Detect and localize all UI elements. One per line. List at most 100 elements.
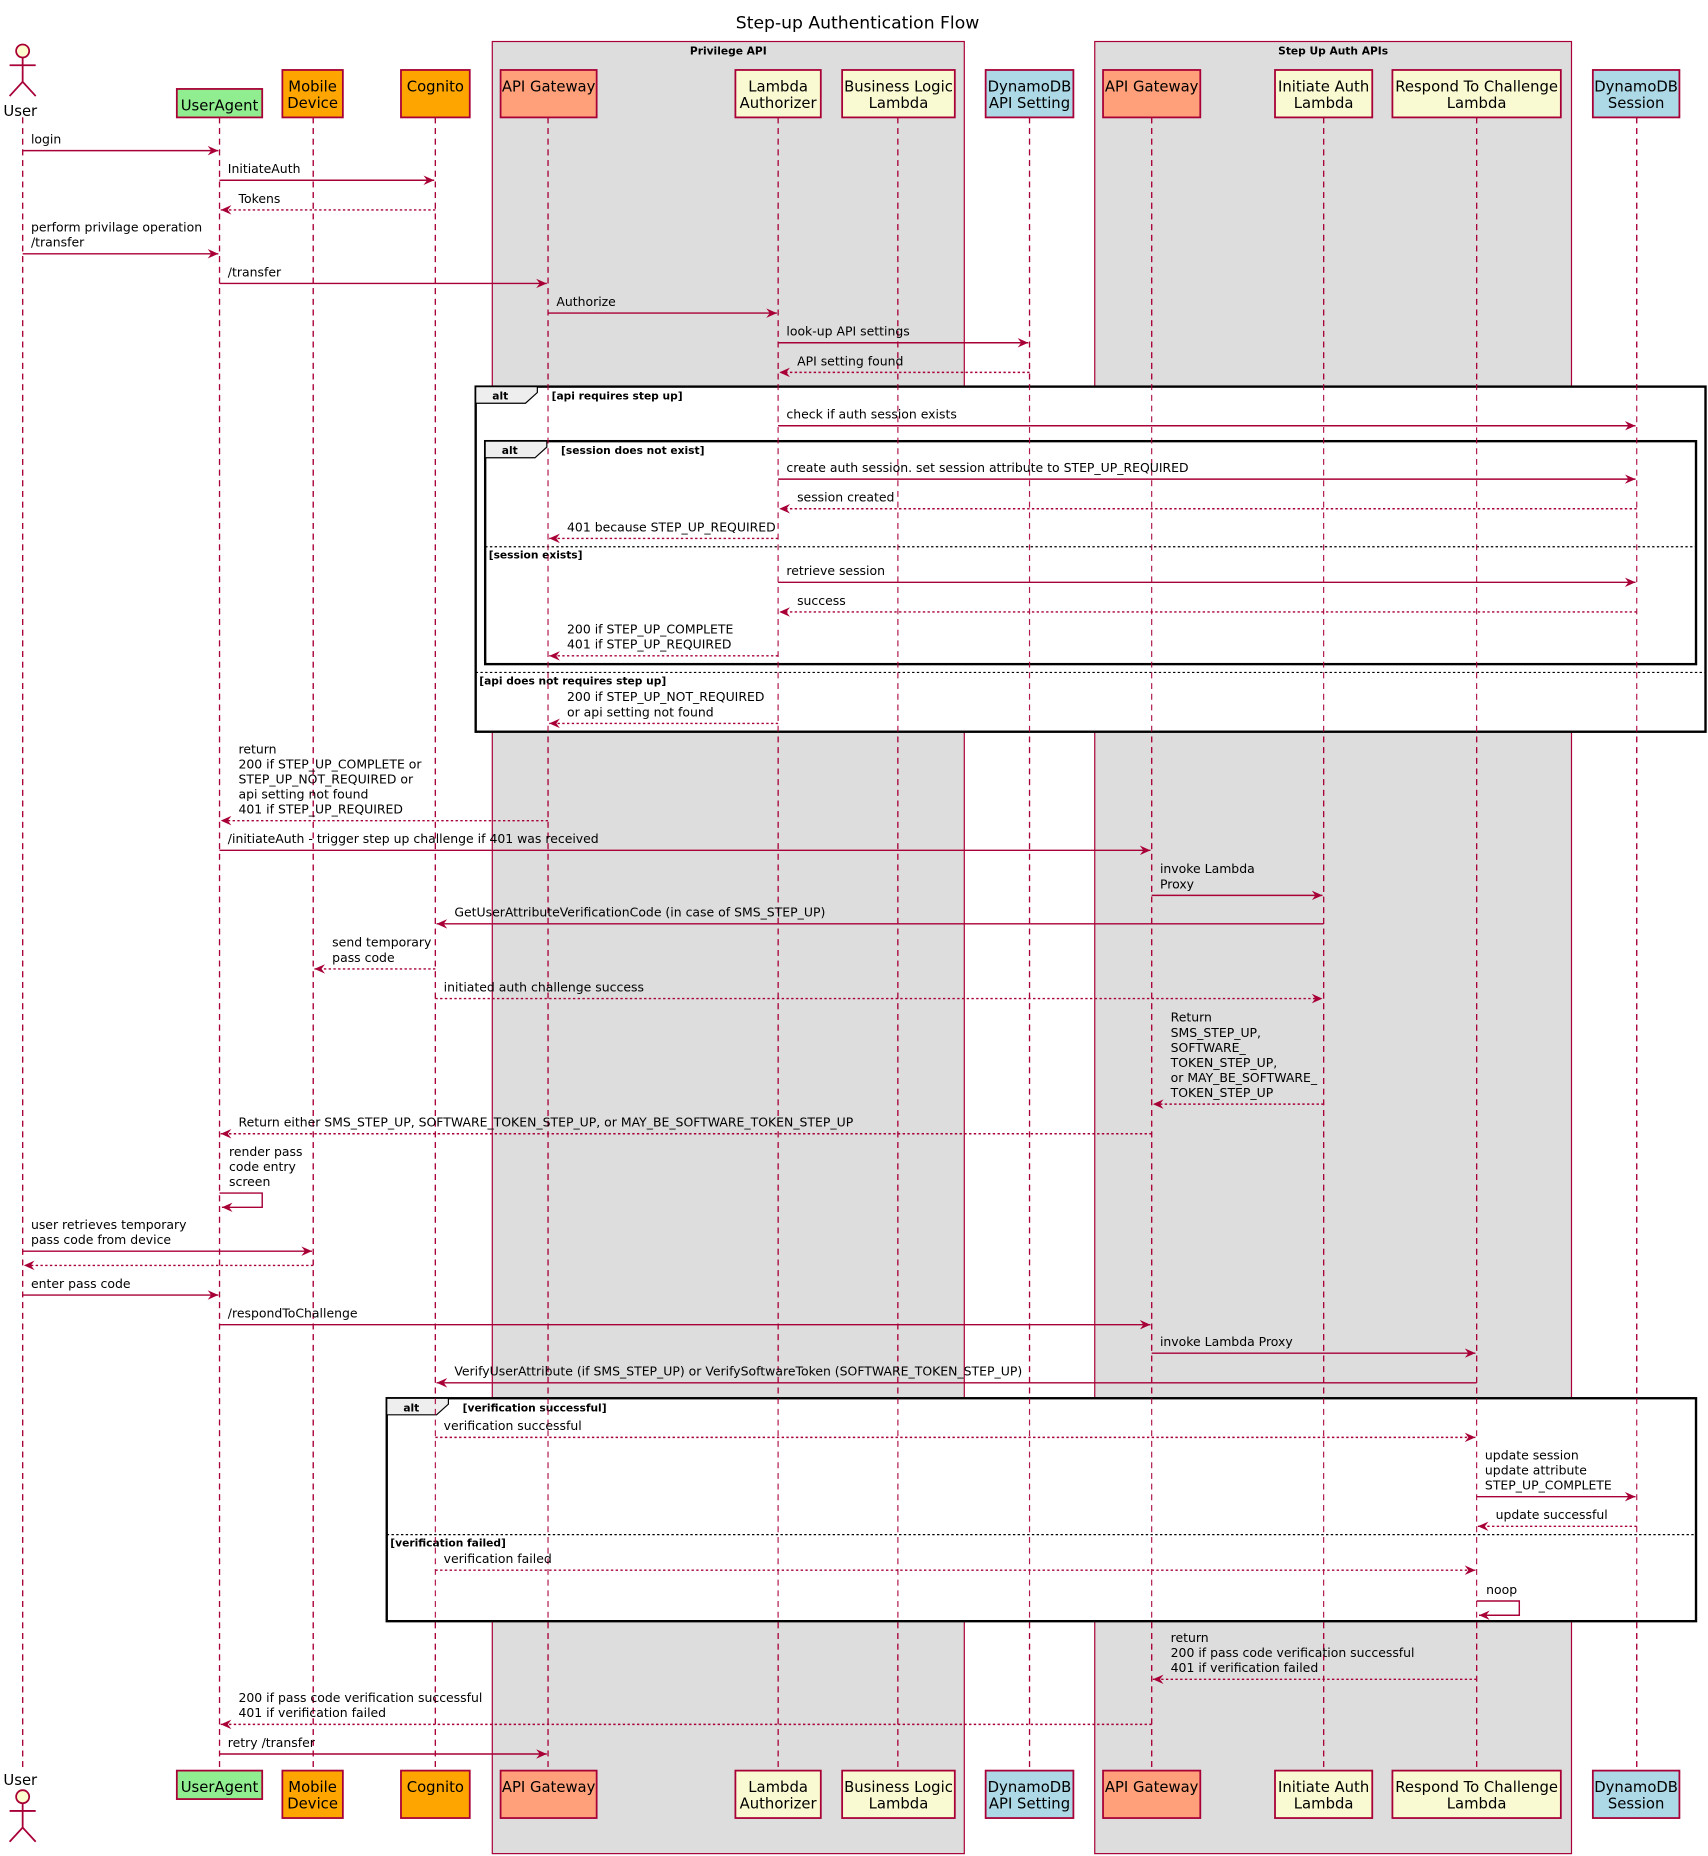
message-cognito-to-ial: initiated auth challenge success [435,979,1323,1004]
message-ial-to-apigw2: ReturnSMS_STEP_UP,SOFTWARE_TOKEN_STEP_UP… [1152,1010,1324,1109]
participant-apigw2-top: API Gateway [1102,69,1202,119]
message-label: update session [1485,1447,1579,1462]
message-label: update attribute [1485,1462,1587,1477]
message-ddbs-to-lauth: success [779,593,1637,617]
alt-keyword: alt [492,390,508,403]
participant-label: Device [287,1796,338,1813]
participant-label: UserAgent [181,1779,259,1796]
participant-box [175,88,264,119]
participant-label: Initiate Auth [1278,1779,1369,1796]
participant-box [400,1769,471,1819]
message-label: Tokens [237,191,280,206]
participant-label: Authorizer [740,1796,818,1813]
message-label: send temporary [332,935,431,950]
message-label: return [238,741,276,756]
message-label: Return either SMS_STEP_UP, SOFTWARE_TOKE… [238,1115,853,1130]
message-label: 200 if STEP_UP_NOT_REQUIRED [567,689,764,704]
message-user-to-ua: enter pass code [22,1276,219,1300]
participant-cognito-top: Cognito [400,69,471,119]
message-label: retrieve session [786,563,885,578]
participant-label: Mobile [288,1779,337,1796]
participant-label-user: User [3,103,38,120]
message-label: screen [229,1174,270,1189]
participant-apigw-top: API Gateway [499,69,598,119]
message-lauth-to-ddbs: check if auth session exists [778,407,1636,431]
message-label: initiated auth challenge success [444,979,644,994]
alt-else-condition: [verification failed] [390,1536,506,1549]
participant-label: Respond To Challenge [1395,1779,1558,1796]
message-label: VerifyUserAttribute (if SMS_STEP_UP) or … [454,1364,1022,1379]
participant-box [1591,69,1681,119]
self-message-arrow [219,1192,263,1213]
message-ua-to-apigw2: /respondToChallenge [219,1306,1151,1330]
participant-box [281,69,344,119]
message-label: check if auth session exists [786,407,956,422]
participant-label: Lambda [1294,1796,1354,1813]
participant-label: UserAgent [181,97,259,114]
participant-box [175,1769,264,1800]
message-label: invoke Lambda Proxy [1160,1334,1293,1349]
participant-label: DynamoDB [988,1779,1072,1796]
message-ddbs-to-lauth: session created [779,490,1637,514]
alt-frame-box [385,1397,1698,1623]
participant-label: Lambda [869,1796,929,1813]
participant-box [1391,1769,1562,1819]
message-label: 200 if pass code verification successful [238,1690,482,1705]
participant-box [841,69,956,119]
alt-keyword: alt [502,444,518,457]
message-label: TOKEN_STEP_UP [1170,1085,1274,1100]
participant-label-user: User [3,1772,38,1789]
participant-label: API Setting [989,95,1070,112]
message-label: SOFTWARE_ [1171,1040,1247,1055]
message-label: Proxy [1160,876,1194,891]
alt-condition: [verification successful] [463,1401,607,1414]
participant-label: Respond To Challenge [1395,78,1558,95]
message-apigw2-to-ua: Return either SMS_STEP_UP, SOFTWARE_TOKE… [220,1115,1152,1139]
message-cognito-to-ua: Tokens [220,191,436,215]
participant-box [1274,1769,1374,1819]
message-ua-to-apigw2: /initiateAuth - trigger step up challeng… [219,831,1151,856]
diagram-title: Step-up Authentication Flow [736,13,979,33]
message-label: retry /transfer [228,1735,316,1750]
message-label: pass code from device [31,1232,171,1247]
participant-label: Lambda [869,95,929,112]
message-lauth-to-ddbs: retrieve session [778,563,1636,588]
message-label: render pass [229,1144,302,1159]
message-label: login [31,131,61,146]
message-lauth-to-ddbapi: look-up API settings [778,324,1029,348]
participant-box [499,69,598,119]
alt-else-condition: [api does not requires step up] [479,674,666,687]
participant-label: API Gateway [1105,1779,1199,1796]
alt-keyword: alt [403,1401,419,1414]
alt-else-condition: [session exists] [489,549,583,562]
message-label: session created [797,490,894,505]
message-apigw2-to-ua: 200 if pass code verification successful… [220,1690,1152,1730]
group-label: Step Up Auth APIs [1278,45,1388,58]
message-lauth-to-ddbs: create auth session. set session attribu… [778,460,1636,484]
message-label: verification failed [444,1551,552,1566]
alt-tab [484,440,548,459]
message-apigw2-to-rtc: invoke Lambda Proxy [1151,1334,1476,1358]
message-label: success [797,593,846,608]
participant-box [1591,1769,1681,1819]
message-rtc-to-rtc: noop [1476,1582,1521,1620]
message-label: look-up API settings [786,324,909,339]
participant-label: DynamoDB [988,78,1072,95]
message-label: enter pass code [31,1276,131,1291]
message-label: Authorize [556,294,616,309]
participant-box [984,69,1075,119]
message-ddbs-to-rtc: update successful [1477,1507,1637,1532]
participant-ua-bottom: UserAgent [175,1769,264,1800]
message-label: InitiateAuth [228,161,301,176]
